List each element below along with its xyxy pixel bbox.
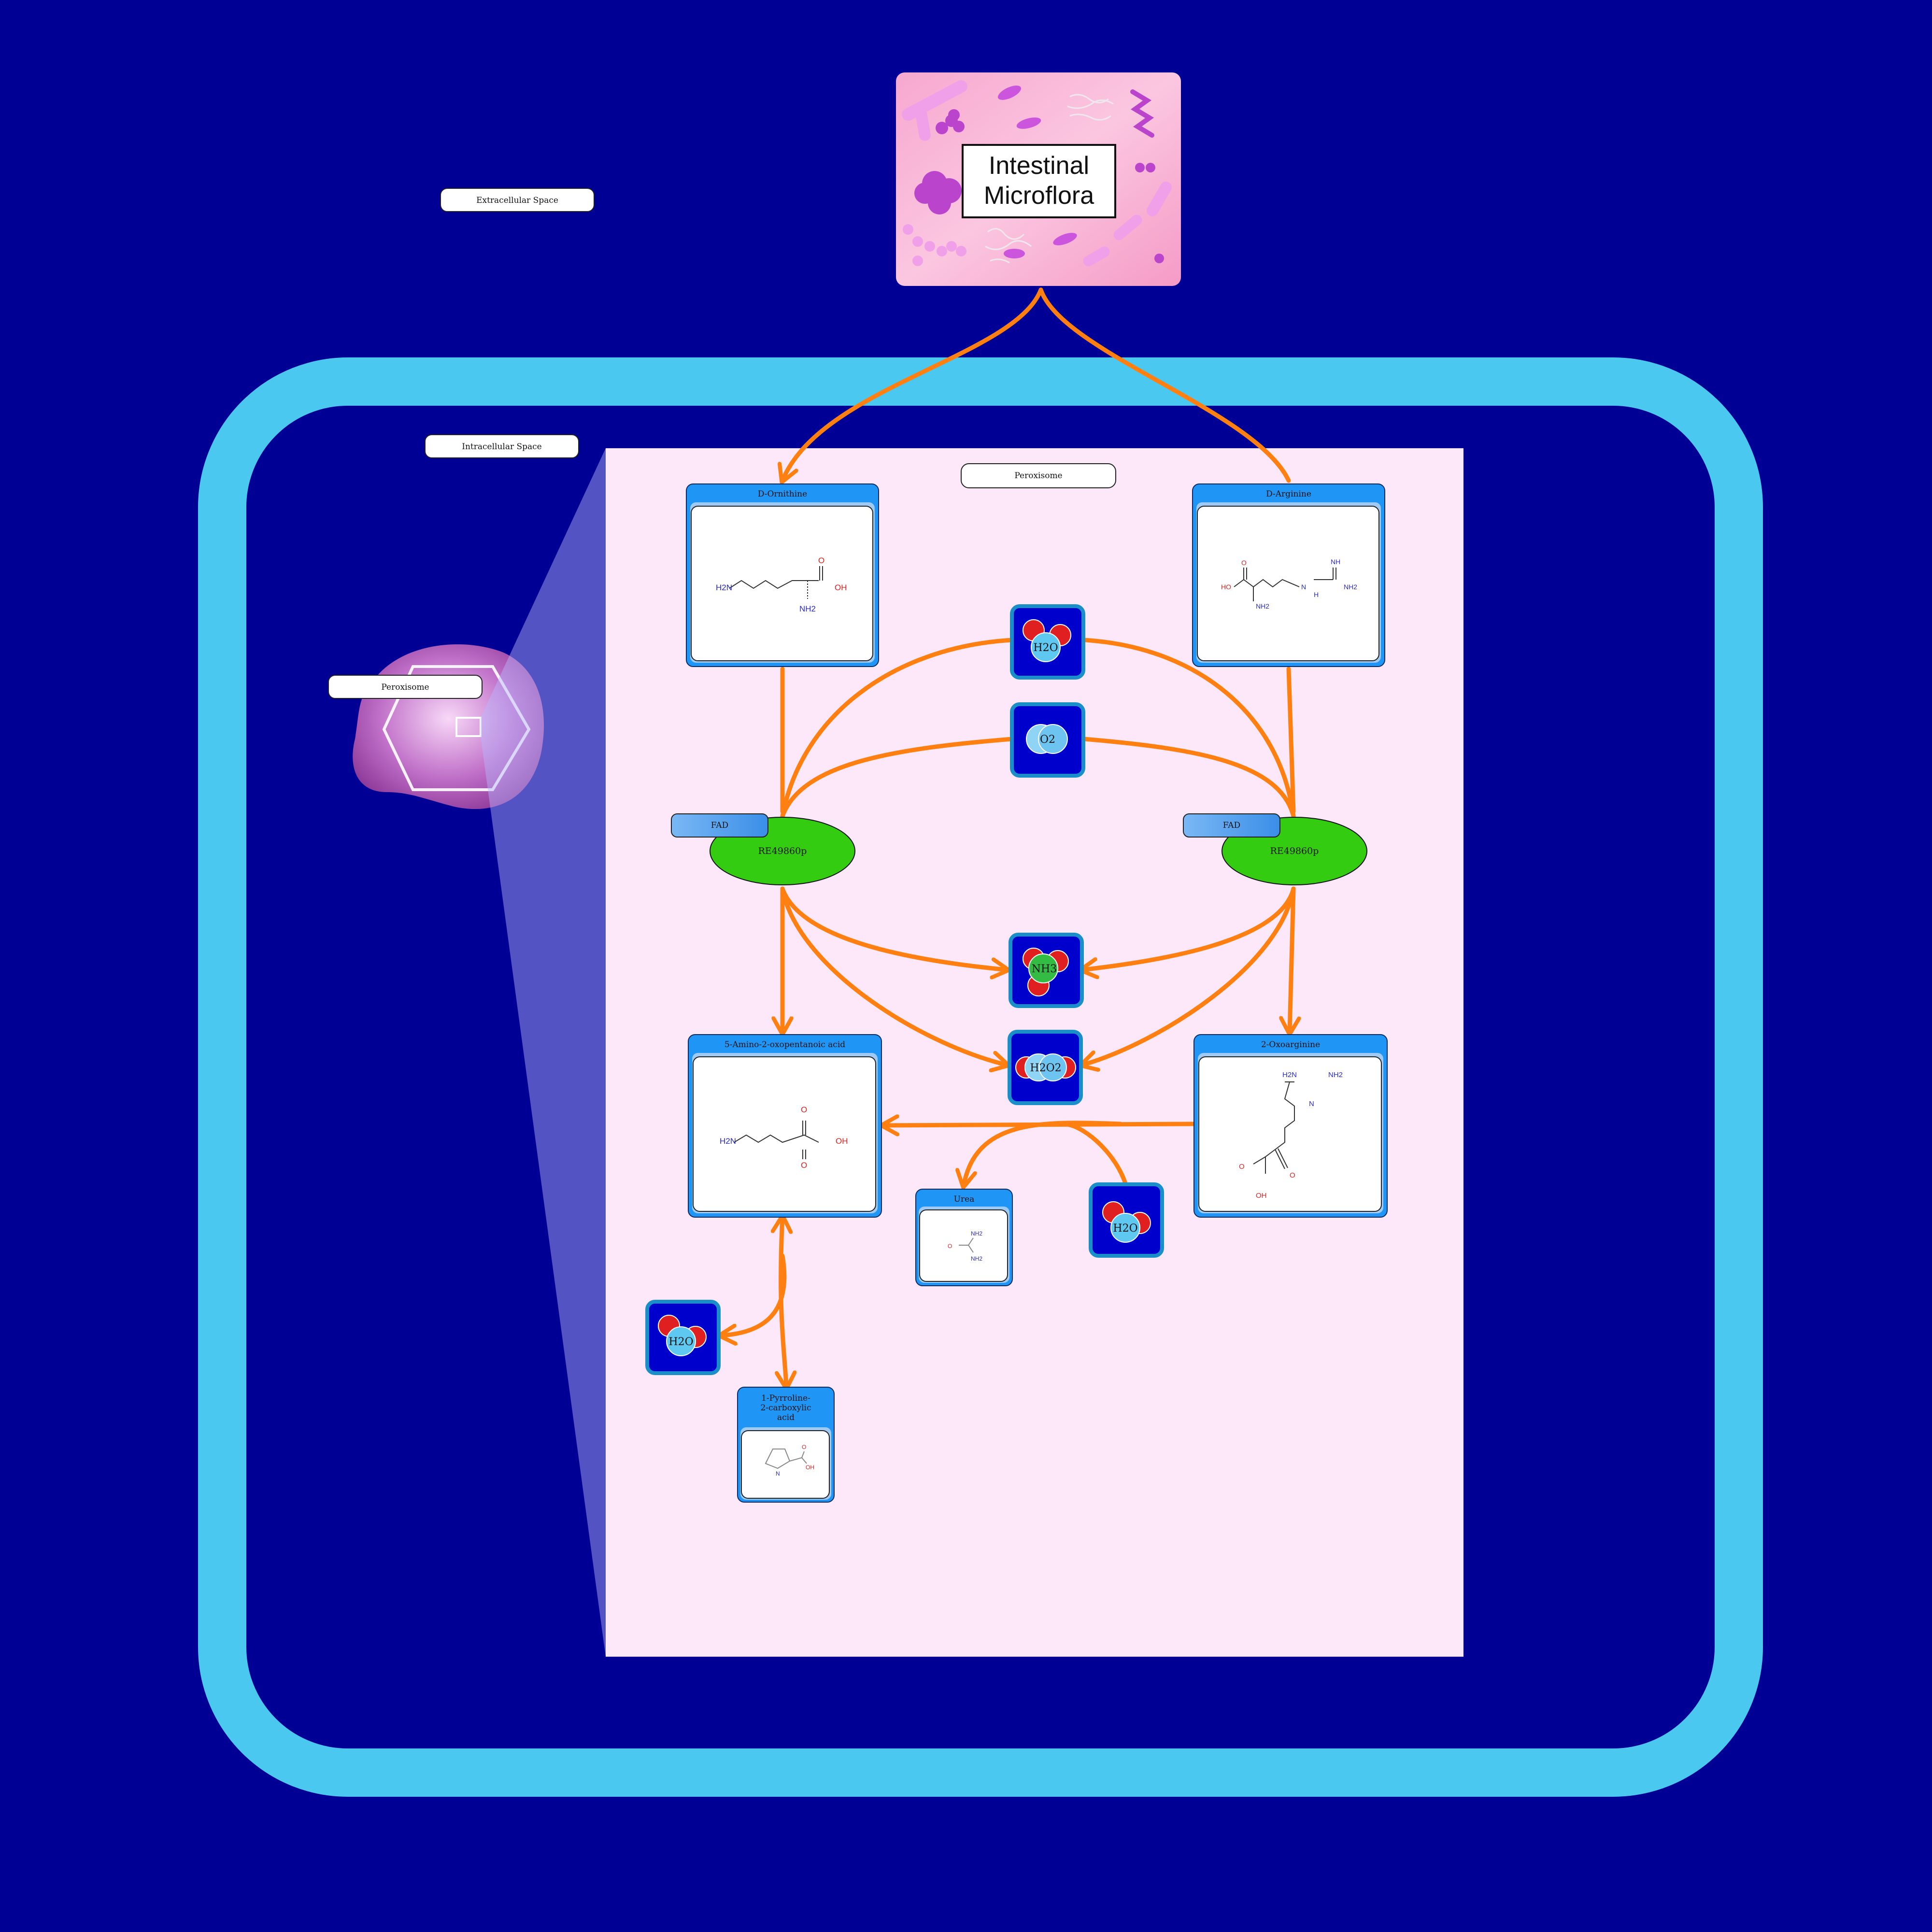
- svg-text:Intracellular Space: Intracellular Space: [462, 442, 542, 452]
- small-molecule-h2o2[interactable]: H2O2: [1008, 1030, 1083, 1105]
- intracellular-label: Intracellular Space: [425, 434, 579, 458]
- compound-name: 1-Pyrroline-: [761, 1393, 810, 1403]
- svg-text:Peroxisome: Peroxisome: [1014, 471, 1062, 481]
- svg-text:O: O: [801, 1105, 807, 1114]
- svg-text:Microflora: Microflora: [984, 182, 1094, 210]
- compound-name: 5-Amino-2-oxopentanoic acid: [724, 1040, 845, 1050]
- peroxisome-panel-label: Peroxisome: [961, 463, 1116, 488]
- svg-text:Peroxisome: Peroxisome: [381, 682, 429, 692]
- structure-2-oxoarginine: [1253, 1081, 1295, 1174]
- svg-text:OH: OH: [806, 1464, 814, 1471]
- enzyme-name: RE49860p: [1270, 846, 1319, 856]
- cofactor-fad-left[interactable]: FAD: [671, 813, 768, 838]
- svg-text:O: O: [1241, 559, 1247, 567]
- compound-name: D-Ornithine: [758, 489, 807, 499]
- svg-text:NH2: NH2: [1344, 583, 1357, 591]
- intestinal-microflora: Intestinal Microflora: [896, 72, 1181, 286]
- svg-text:NH2: NH2: [971, 1230, 982, 1237]
- cell-membrane: [198, 357, 1763, 1797]
- structure-urea: [959, 1237, 974, 1253]
- compound-1-pyrroline-2-carboxylic-acid[interactable]: 1-Pyrroline- 2-carboxylic acid N O OH: [737, 1387, 835, 1503]
- svg-text:N: N: [1301, 583, 1306, 591]
- svg-text:OH: OH: [1256, 1192, 1267, 1200]
- svg-text:NH2: NH2: [971, 1255, 982, 1262]
- svg-text:O: O: [1290, 1171, 1295, 1179]
- svg-text:H: H: [1314, 591, 1319, 598]
- svg-text:H2O: H2O: [1033, 642, 1058, 654]
- peroxisome-icon-label: Peroxisome: [328, 675, 483, 699]
- arrow-flora-arginine: [1038, 287, 1291, 483]
- small-molecule-h2o-left[interactable]: H2O: [645, 1300, 721, 1375]
- enzyme-name: RE49860p: [758, 846, 807, 856]
- compound-name: D-Arginine: [1266, 489, 1311, 499]
- compound-urea[interactable]: Urea O NH2 NH2: [915, 1189, 1013, 1286]
- structure-5-amino-2-oxopentanoic-acid: [734, 1121, 819, 1159]
- svg-text:OH: OH: [835, 583, 847, 592]
- svg-text:H2N: H2N: [716, 583, 732, 592]
- svg-text:OH: OH: [836, 1136, 848, 1146]
- compound-d-arginine[interactable]: D-Arginine HO O NH2 NH NH2 N H: [1192, 483, 1385, 667]
- compound-d-ornithine[interactable]: D-Ornithine H2N O OH NH2: [686, 483, 879, 667]
- extracellular-label: Extracellular Space: [440, 188, 595, 212]
- structure-pyrroline: [765, 1449, 807, 1469]
- structure-d-ornithine: [729, 566, 823, 599]
- small-molecule-nh3[interactable]: NH3: [1009, 933, 1084, 1008]
- svg-text:NH2: NH2: [1328, 1071, 1343, 1079]
- svg-text:NH2: NH2: [1256, 602, 1269, 610]
- cofactor-fad-right[interactable]: FAD: [1183, 813, 1280, 838]
- svg-text:NH2: NH2: [799, 604, 816, 613]
- svg-text:O: O: [948, 1243, 952, 1250]
- svg-text:O: O: [802, 1444, 806, 1450]
- svg-text:2-carboxylic: 2-carboxylic: [760, 1403, 811, 1413]
- svg-text:N: N: [1309, 1100, 1314, 1108]
- structure-d-arginine: [1234, 568, 1336, 601]
- compound-name: Urea: [954, 1194, 975, 1204]
- svg-text:H2N: H2N: [1282, 1071, 1297, 1079]
- svg-text:H2O: H2O: [1113, 1222, 1137, 1235]
- arrow-right-enzyme-product: [1290, 886, 1293, 1033]
- svg-text:NH: NH: [1331, 558, 1340, 566]
- svg-text:O: O: [818, 556, 824, 565]
- small-molecule-h2o-urea[interactable]: H2O: [1089, 1182, 1164, 1258]
- compound-5-amino-2-oxopentanoic-acid[interactable]: 5-Amino-2-oxopentanoic acid H2N O O OH: [688, 1034, 882, 1218]
- svg-text:N: N: [776, 1470, 780, 1477]
- svg-text:HO: HO: [1221, 583, 1231, 591]
- svg-text:O2: O2: [1040, 734, 1055, 746]
- small-molecule-o2[interactable]: O2: [1010, 702, 1085, 778]
- svg-text:Intestinal: Intestinal: [989, 152, 1089, 180]
- reaction-arrows: [721, 287, 1293, 1387]
- small-molecule-h2o-top[interactable]: H2O: [1010, 604, 1085, 680]
- zoom-projection: [481, 448, 606, 1657]
- svg-text:H2O: H2O: [668, 1336, 693, 1348]
- svg-text:H2N: H2N: [720, 1136, 736, 1146]
- svg-text:FAD: FAD: [711, 821, 728, 830]
- svg-text:O: O: [1239, 1163, 1245, 1171]
- compound-name: 2-Oxoarginine: [1261, 1040, 1320, 1050]
- bacteria-icon: [902, 80, 1172, 267]
- svg-text:Extracellular Space: Extracellular Space: [476, 196, 558, 205]
- svg-text:NH3: NH3: [1032, 963, 1057, 975]
- svg-text:FAD: FAD: [1223, 821, 1240, 830]
- svg-text:H2O2: H2O2: [1030, 1062, 1061, 1074]
- svg-text:acid: acid: [777, 1413, 795, 1422]
- svg-text:O: O: [801, 1161, 807, 1170]
- compound-2-oxoarginine[interactable]: 2-Oxoarginine H2N NH2 N O O OH: [1193, 1034, 1388, 1218]
- arrow-flora-ornithine: [782, 287, 1043, 481]
